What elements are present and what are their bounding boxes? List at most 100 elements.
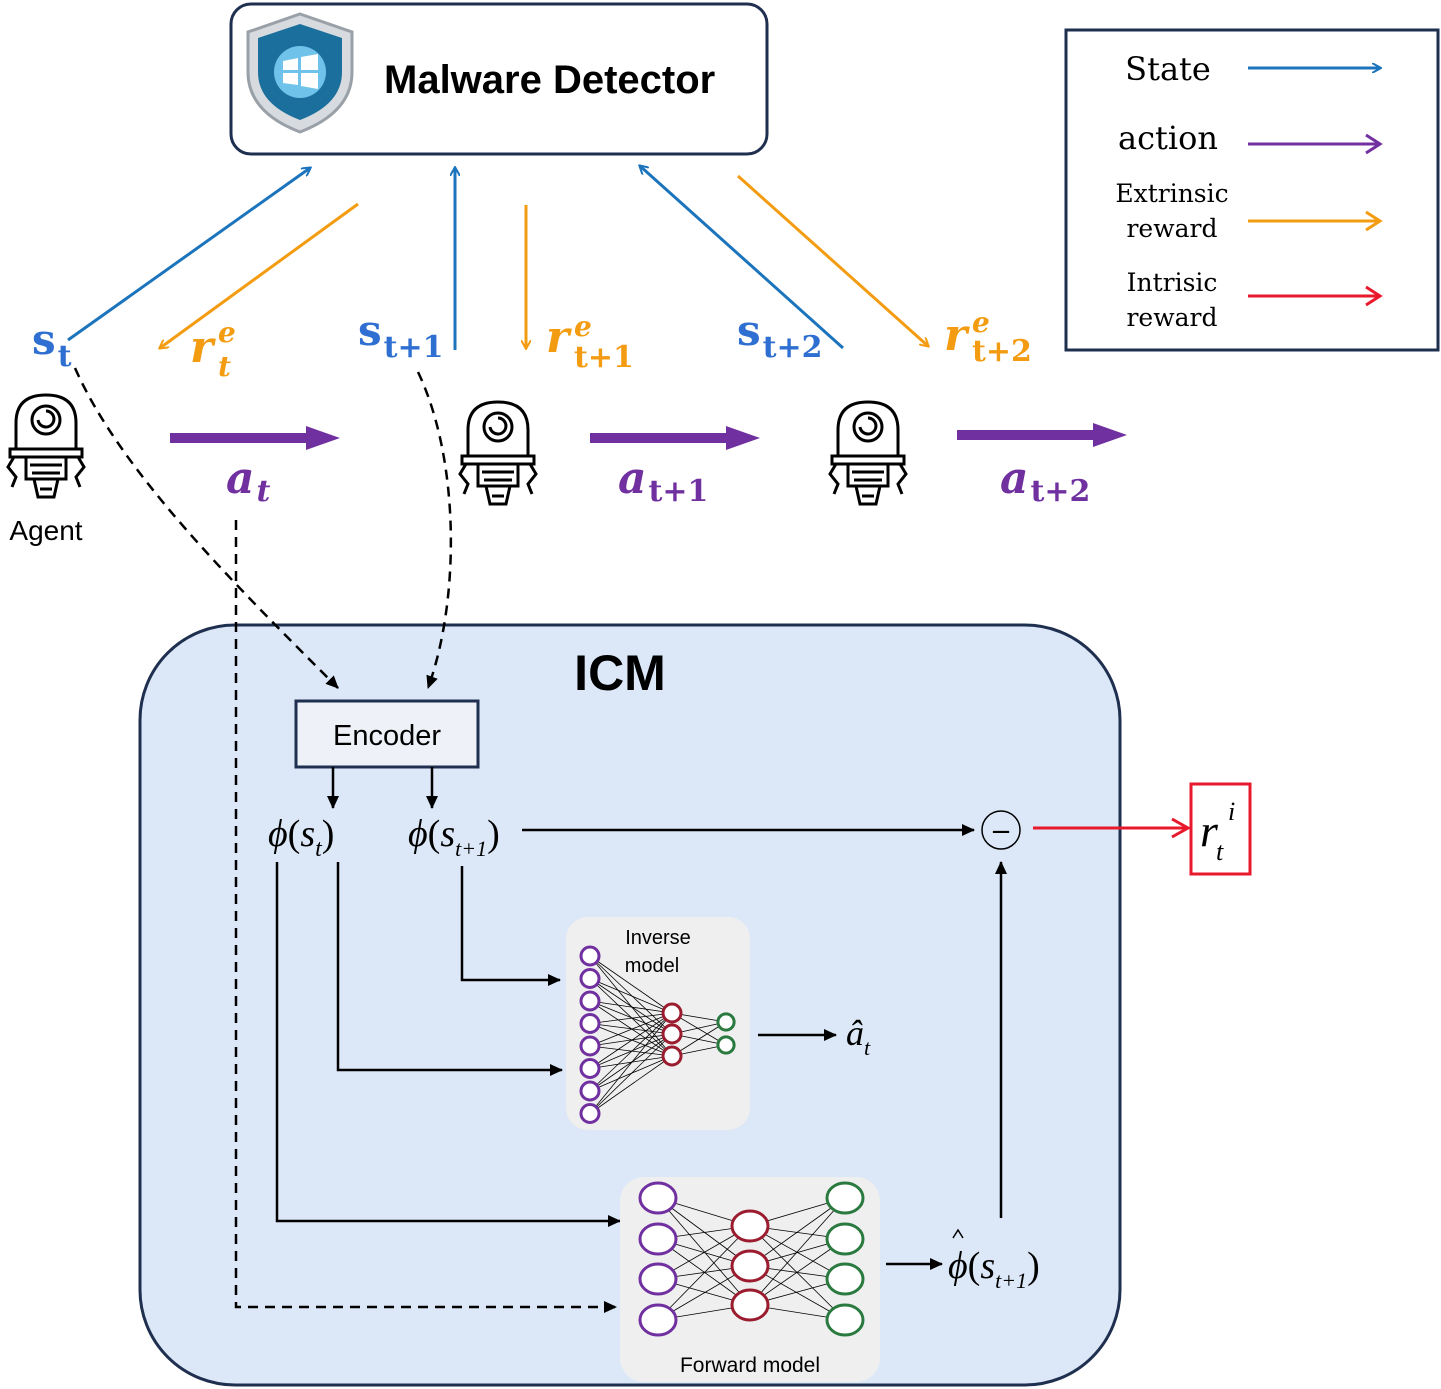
phi-s-t-label: ϕ(st) (268, 813, 334, 862)
state-reward-arrows (67, 166, 928, 350)
network-edge (589, 955, 673, 1035)
inverse-model-label-2: model (625, 955, 679, 977)
inverse-model: Inverse model (566, 917, 750, 1130)
phi-s-t1-label: ϕ(st+1) (408, 813, 500, 861)
robot-icon (828, 400, 908, 506)
dashed-connections (73, 367, 617, 1313)
network-edge (589, 1012, 673, 1092)
network-edge (589, 1055, 673, 1114)
a-hat-label: ât (846, 1013, 871, 1060)
legend-intrinsic-label-2: reward (1126, 303, 1217, 332)
detector-title: Malware Detector (384, 58, 715, 102)
network-node (579, 990, 601, 1012)
network-node (716, 1035, 736, 1055)
network-node (661, 1023, 683, 1045)
action-label-t2: at+2 (1000, 453, 1090, 509)
network-edge (657, 1197, 751, 1267)
svg-text:t+1: t+1 (574, 340, 634, 375)
network-node (825, 1303, 865, 1337)
network-node (825, 1181, 865, 1215)
network-edge (589, 1033, 673, 1114)
network-edge (589, 1033, 673, 1069)
network-node (638, 1262, 678, 1296)
action-arrows (170, 423, 1127, 450)
network-node (661, 1045, 683, 1067)
network-edge (589, 1000, 673, 1035)
legend: State action Extrinsic reward Intrisic r… (1064, 28, 1440, 352)
legend-extrinsic-label-1: Extrinsic (1115, 179, 1228, 208)
network-edge (589, 1023, 673, 1035)
legend-extrinsic-label-2: reward (1126, 214, 1217, 243)
reward-arrow-t2 (736, 174, 928, 346)
state-label-t1: st+1 (358, 306, 444, 365)
state-label-t2: st+2 (737, 306, 823, 365)
network-node (579, 1013, 601, 1034)
state-arrow-t2 (640, 166, 845, 350)
network-node (579, 945, 601, 967)
svg-text:i: i (1228, 797, 1235, 826)
reward-label-t: r (190, 322, 216, 373)
network-edge (589, 1012, 673, 1024)
network-edge (589, 1012, 673, 1047)
svg-text:t+2: t+2 (972, 334, 1032, 369)
svg-text:−: − (990, 817, 1012, 847)
network-node (638, 1303, 678, 1337)
svg-text:e: e (218, 316, 236, 349)
forward-model-label: Forward model (680, 1354, 820, 1377)
network-edge (657, 1238, 751, 1306)
state-arrow-t (67, 168, 310, 342)
network-edge (589, 978, 673, 1035)
action-label-t: at (226, 453, 271, 509)
network-edge (589, 1012, 673, 1069)
malware-detector-box: Malware Detector (229, 2, 769, 156)
intrinsic-reward-label: r (1200, 805, 1219, 856)
network-edge (589, 1033, 673, 1092)
network-node (579, 968, 601, 989)
robot-icon (6, 393, 86, 499)
inverse-model-label-1: Inverse (625, 927, 691, 949)
encoder-box: Encoder (294, 699, 480, 769)
network-node (730, 1249, 770, 1283)
network-node (579, 1103, 601, 1124)
network-node (825, 1222, 865, 1256)
network-edge (589, 1000, 673, 1014)
network-edge (589, 1033, 673, 1047)
agent-label: Agent (9, 515, 82, 546)
network-edge (749, 1197, 846, 1267)
network-node (638, 1181, 678, 1215)
network-edge (749, 1238, 846, 1306)
encoder-label: Encoder (333, 720, 441, 752)
network-node (716, 1012, 736, 1032)
legend-state-label: State (1125, 50, 1211, 88)
network-edge (749, 1197, 846, 1306)
network-edge (589, 955, 673, 1014)
icm-title: ICM (574, 645, 666, 701)
action-label-t1: at+1 (618, 453, 708, 509)
network-edge (657, 1225, 751, 1321)
network-node (638, 1222, 678, 1256)
subtract-node: − (981, 810, 1021, 850)
network-edge (657, 1197, 751, 1306)
network-edge (589, 1012, 673, 1114)
network-edge (589, 978, 673, 1014)
network-edge (749, 1225, 846, 1321)
svg-text:e: e (972, 306, 990, 339)
network-node (825, 1262, 865, 1296)
svg-text:e: e (574, 310, 592, 343)
reward-label-t2: r (944, 310, 970, 361)
legend-action-label: action (1118, 119, 1218, 157)
network-edge (671, 1021, 727, 1057)
robot-icon (458, 400, 538, 506)
svg-text:t: t (1216, 837, 1224, 866)
forward-model: Forward model (620, 1177, 880, 1382)
network-node (661, 1002, 683, 1024)
network-node (579, 1080, 601, 1102)
reward-arrow-t (160, 202, 359, 348)
reward-labels: r e t r e t+1 r e t+2 (190, 306, 1032, 383)
intrinsic-reward-box: r i t (1189, 782, 1252, 876)
action-labels: at at+1 at+2 (226, 453, 1090, 509)
network-node (730, 1288, 770, 1322)
state-labels: st st+1 st+2 (32, 306, 823, 374)
network-node (579, 1035, 601, 1057)
